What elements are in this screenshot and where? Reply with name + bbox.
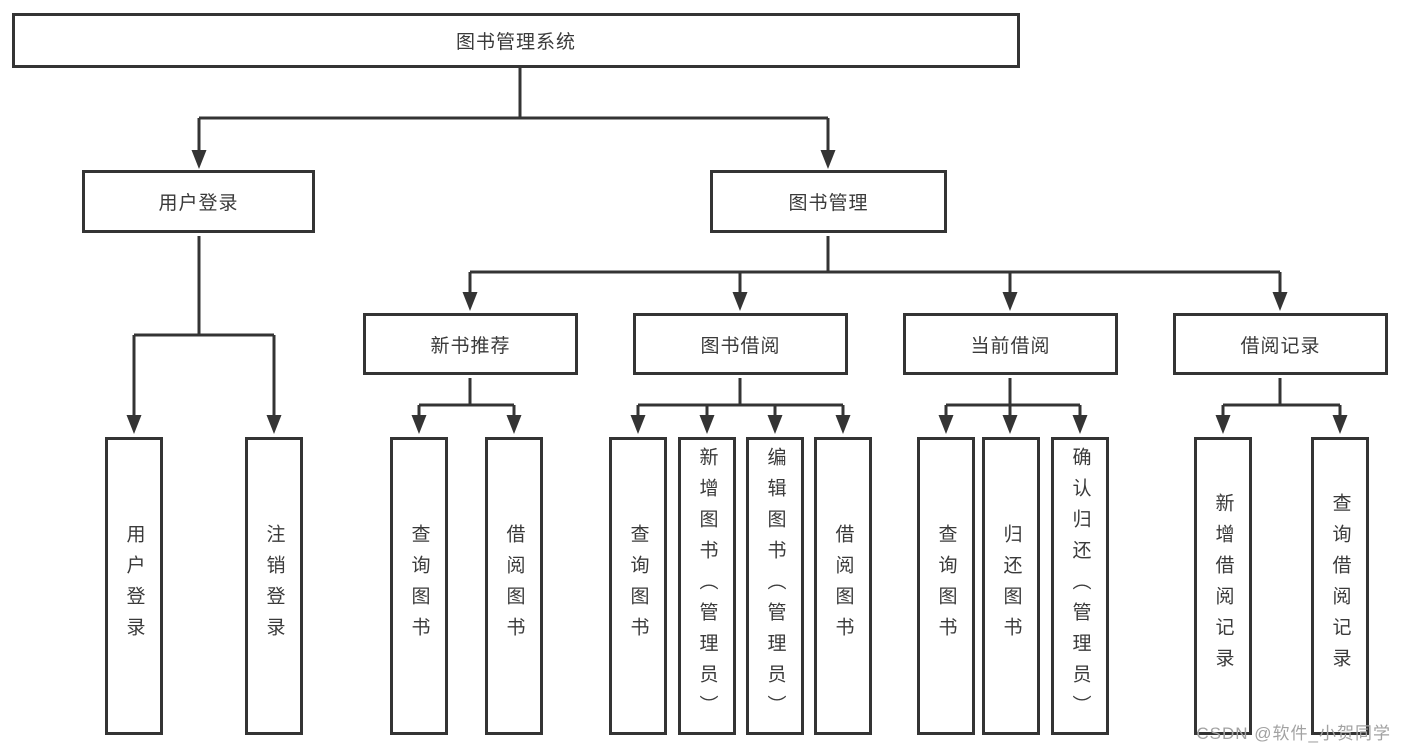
leaf-query-borrow-record-label: 查询借阅记录 — [1329, 493, 1351, 679]
leaf-borrow-books: 借阅图书 — [814, 437, 872, 735]
node-root: 图书管理系统 — [12, 13, 1020, 68]
leaf-add-borrow-record: 新增借阅记录 — [1194, 437, 1252, 735]
leaf-borrow-books-label: 借阅图书 — [832, 524, 854, 648]
node-user-login-label: 用户登录 — [158, 193, 239, 214]
node-root-label: 图书管理系统 — [455, 32, 576, 53]
arrowhead — [938, 415, 954, 434]
leaf-query-books-current-label: 查询图书 — [935, 524, 957, 648]
leaf-borrow-books-recommend: 借阅图书 — [485, 437, 543, 735]
leaf-return-book: 归还图书 — [982, 437, 1040, 735]
arrowhead — [732, 292, 748, 311]
leaf-query-borrow-record: 查询借阅记录 — [1311, 437, 1369, 735]
leaf-query-books-current: 查询图书 — [917, 437, 975, 735]
node-new-book-recommend-label: 新书推荐 — [430, 335, 511, 357]
arrowhead — [462, 292, 478, 311]
connector-book-management-children — [462, 236, 1288, 311]
leaf-edit-book-admin: 编辑图书（管理员） — [746, 437, 804, 735]
watermark: CSDN @软件_小贺同学 — [1196, 724, 1391, 743]
node-book-management-label: 图书管理 — [788, 193, 869, 214]
node-current-borrow: 当前借阅 — [903, 313, 1118, 375]
arrowhead — [1272, 292, 1288, 311]
arrowhead — [1002, 415, 1018, 434]
connector-new-book-children — [411, 378, 522, 434]
leaf-user-login-label: 用户登录 — [123, 524, 145, 648]
leaf-query-books-recommend: 查询图书 — [390, 437, 448, 735]
arrowhead — [1002, 292, 1018, 311]
arrowhead — [820, 150, 836, 169]
connector-root-to-level1 — [191, 68, 836, 169]
leaf-edit-book-admin-label: 编辑图书（管理员） — [764, 446, 786, 726]
node-borrow-records-label: 借阅记录 — [1240, 335, 1321, 357]
connector-user-login-children — [126, 236, 282, 434]
leaf-query-books-borrow: 查询图书 — [609, 437, 667, 735]
leaf-query-books-borrow-label: 查询图书 — [627, 524, 649, 648]
arrowhead — [506, 415, 522, 434]
leaf-add-book-admin-label: 新增图书（管理员） — [696, 446, 718, 726]
leaf-query-books-recommend-label: 查询图书 — [408, 524, 430, 648]
arrowhead — [835, 415, 851, 434]
connector-book-borrow-children — [630, 378, 851, 434]
arrowhead — [1215, 415, 1231, 434]
leaf-return-book-label: 归还图书 — [1000, 524, 1022, 648]
node-book-management: 图书管理 — [710, 170, 947, 233]
leaf-logout-label: 注销登录 — [263, 524, 285, 648]
node-book-borrow: 图书借阅 — [633, 313, 848, 375]
leaf-add-borrow-record-label: 新增借阅记录 — [1212, 493, 1234, 679]
node-user-login: 用户登录 — [82, 170, 315, 233]
node-current-borrow-label: 当前借阅 — [970, 335, 1051, 357]
arrowhead — [126, 415, 142, 434]
leaf-confirm-return-admin-label: 确认归还（管理员） — [1069, 446, 1091, 726]
arrowhead — [699, 415, 715, 434]
arrowhead — [767, 415, 783, 434]
arrowhead — [411, 415, 427, 434]
leaf-logout: 注销登录 — [245, 437, 303, 735]
node-borrow-records: 借阅记录 — [1173, 313, 1388, 375]
leaf-user-login: 用户登录 — [105, 437, 163, 735]
node-book-borrow-label: 图书借阅 — [700, 335, 781, 357]
connector-current-borrow-children — [938, 378, 1088, 434]
arrowhead — [1332, 415, 1348, 434]
connector-borrow-records-children — [1215, 378, 1348, 434]
leaf-add-book-admin: 新增图书（管理员） — [678, 437, 736, 735]
leaf-borrow-books-recommend-label: 借阅图书 — [503, 524, 525, 648]
leaf-confirm-return-admin: 确认归还（管理员） — [1051, 437, 1109, 735]
arrowhead — [266, 415, 282, 434]
node-new-book-recommend: 新书推荐 — [363, 313, 578, 375]
arrowhead — [1072, 415, 1088, 434]
arrowhead — [630, 415, 646, 434]
arrowhead — [191, 150, 207, 169]
